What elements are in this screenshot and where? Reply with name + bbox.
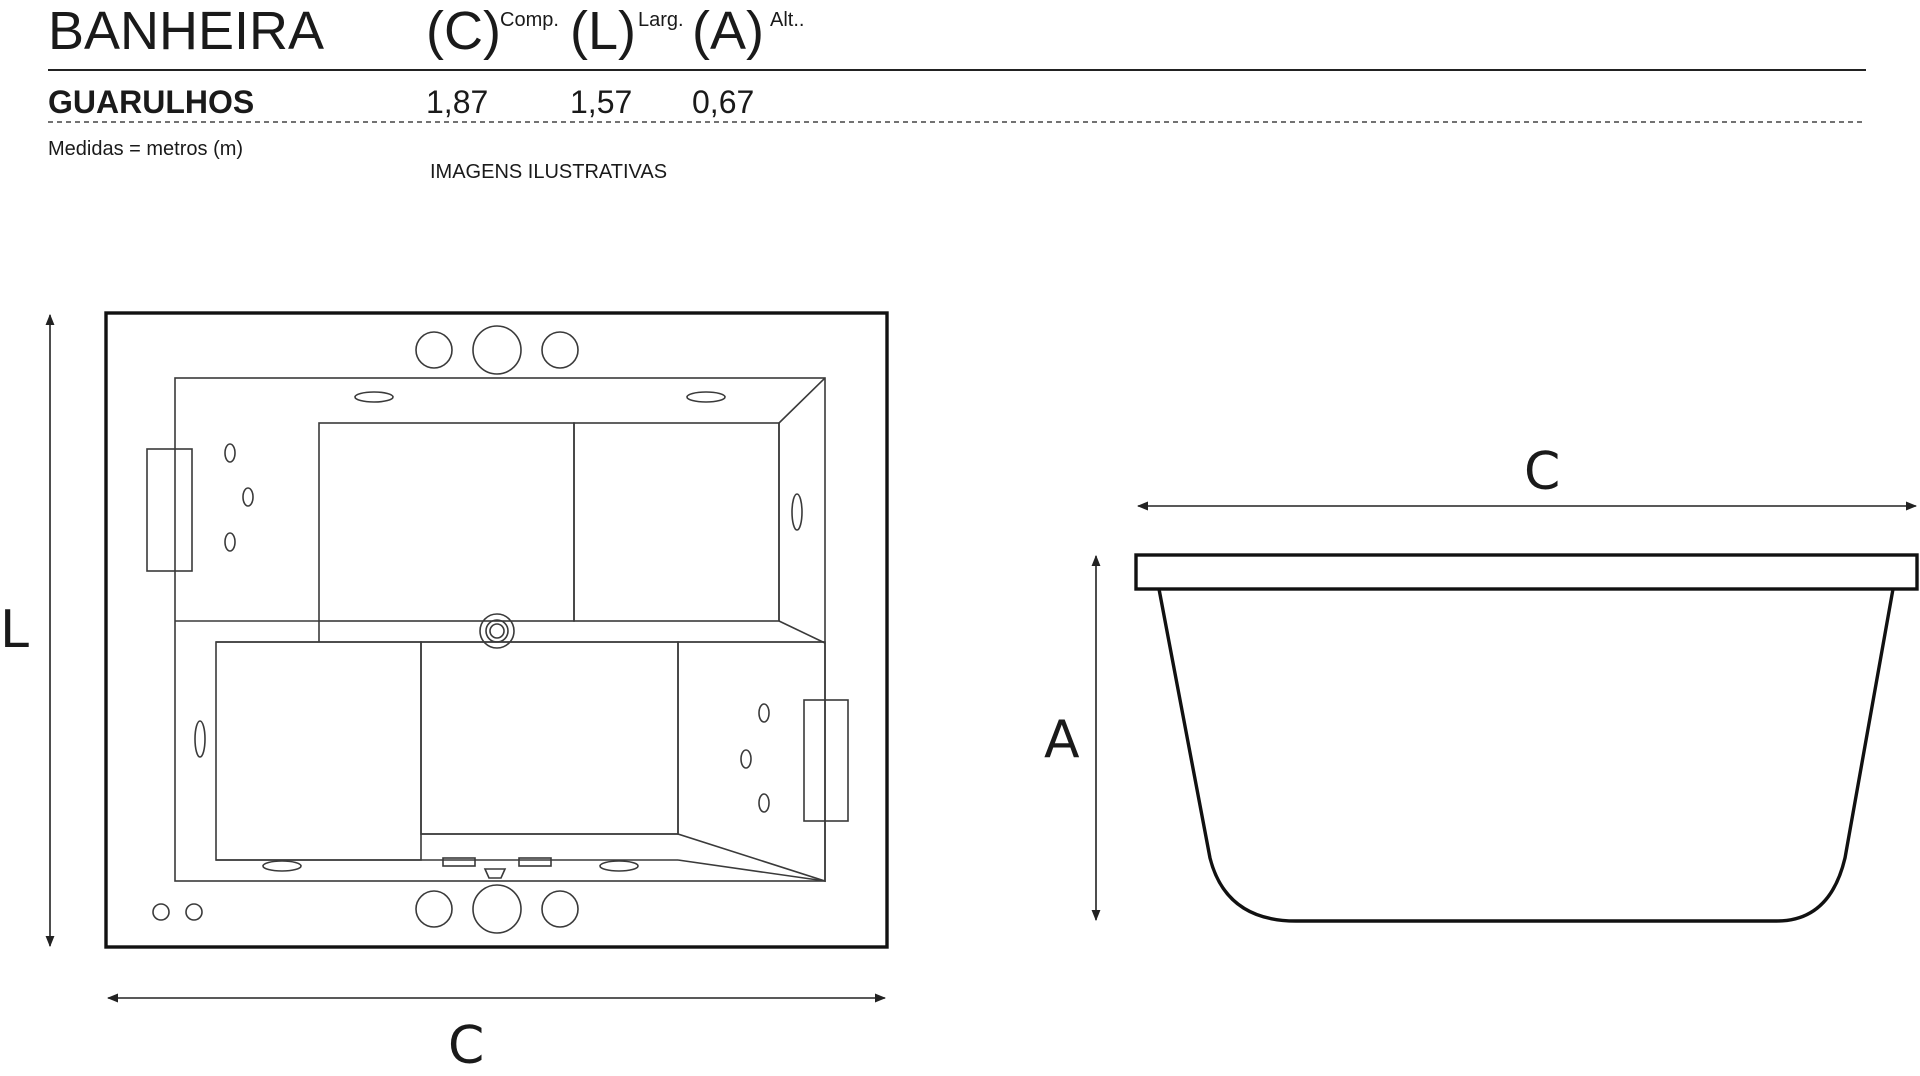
jet-top-1 (354, 391, 394, 403)
product-title: BANHEIRA (48, 1, 325, 61)
faucet-bottom-left (415, 890, 453, 928)
tub-rim (174, 377, 826, 882)
faucet-top-left (415, 331, 453, 369)
faucet-bottom-center (472, 884, 522, 934)
model-name: GUARULHOS (48, 84, 255, 120)
faucet-top-right (541, 331, 579, 369)
jet-bottom-1 (262, 860, 302, 872)
side-view-height-label: A (1044, 710, 1080, 770)
alt-label: (A) (692, 1, 764, 61)
units-note: Medidas = metros (m) (48, 138, 244, 160)
comp-label: (C) (426, 1, 501, 61)
jet-side-left (194, 720, 206, 758)
lower-middle-seat (420, 641, 679, 835)
drain (479, 613, 515, 649)
jet-left-3 (224, 532, 236, 552)
faucet-top-center (472, 325, 522, 375)
larg-label: (L) (570, 1, 636, 61)
lower-left-seat (215, 641, 422, 861)
headrest-left (146, 448, 193, 572)
top-view (104, 311, 889, 949)
comp-value: 1,87 (426, 84, 489, 120)
jet-left-2 (242, 487, 254, 507)
upper-left-seat (318, 422, 575, 622)
larg-value: 1,57 (570, 84, 633, 120)
top-view-length-label: L (0, 600, 29, 660)
top-view-width-label: C (448, 1016, 485, 1076)
larg-sup: Larg. (638, 9, 684, 31)
jet-right-1 (758, 703, 770, 723)
button-1 (152, 903, 170, 921)
side-view-rim (1134, 553, 1919, 591)
jet-left-1 (224, 443, 236, 463)
jet-top-2 (686, 391, 726, 403)
alt-value: 0,67 (692, 84, 755, 120)
upper-right-seat (573, 422, 780, 622)
alt-sup: Alt.. (770, 9, 805, 31)
comp-sup: Comp. (500, 9, 559, 31)
faucet-bottom-right (541, 890, 579, 928)
illustrative-note: IMAGENS ILUSTRATIVAS (430, 161, 668, 183)
headrest-right (803, 699, 849, 822)
side-view-width-label: C (1524, 442, 1561, 502)
jet-right-2 (740, 749, 752, 769)
jet-right-3 (758, 793, 770, 813)
button-2 (185, 903, 203, 921)
top-view-outer-frame (104, 311, 889, 949)
control-bottom-2 (518, 857, 552, 867)
jet-bottom-2 (599, 860, 639, 872)
side-view (1134, 553, 1919, 923)
jet-side-right (791, 493, 803, 531)
overflow-bottom (483, 868, 507, 879)
control-bottom-1 (442, 857, 476, 867)
side-view-body (1157, 588, 1895, 923)
